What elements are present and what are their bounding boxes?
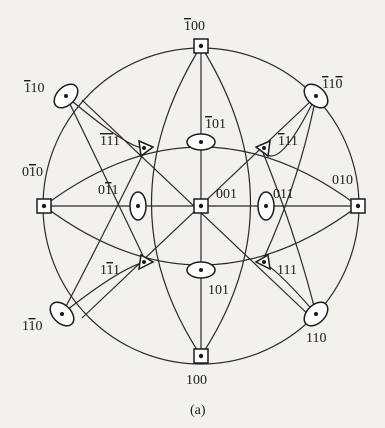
pole-1bar10-bottom-ellipse [49,301,75,327]
pole-011bar-ellipse [129,191,147,221]
label-010: 010 [332,173,353,188]
zone-arc-1bar10b-to-111 [61,149,146,315]
zone-arc-right [200,45,251,357]
label-100-bottom: 100 [186,373,207,388]
label-011: 011 [273,187,293,202]
label-111: 111 [277,263,297,278]
label-01bar0: 010 [22,165,43,180]
zone-arc-110-to-111b [261,95,317,263]
label-110-bottom: 110 [306,331,326,346]
label-1bar10b-top: 110 [322,77,342,92]
pole-101bar-ellipse [186,133,216,151]
pole-100-square [193,348,209,364]
pole-010-square [350,198,366,214]
pole-101-ellipse [186,261,216,279]
pole-110-top-ellipse [303,83,329,109]
label-01bar1: 011 [98,183,118,198]
label-1bar01: 101 [205,117,226,132]
pole-1bar10-ellipse [53,83,79,109]
pole-011-ellipse [257,191,275,221]
pole-100bar-square [193,38,209,54]
label-001: 001 [216,187,237,202]
zone-arc-110b-to-111 [261,149,317,315]
zone-arc-1bar10-to-111b [65,95,146,261]
pole-110-bottom-ellipse [303,301,329,327]
label-1bar11: 111 [278,134,298,149]
label-101: 101 [208,283,229,298]
zone-arc-left [151,45,202,357]
figure-caption: (a) [190,403,206,418]
pole-11bar1-triangle [138,253,155,271]
label-1bar00-top: 100 [184,19,205,34]
pole-001-square [193,198,209,214]
label-11bar1: 111 [100,263,120,278]
label-1bar10-top: 110 [24,81,44,96]
label-1bar1bar1: 111 [100,134,120,149]
label-11bar0-bottom: 110 [22,319,42,334]
pole-1bar11-triangle [254,139,271,158]
pole-111-triangle [254,253,271,271]
pole-1bar1bar1-triangle [138,139,155,158]
pole-010bar-square [36,198,52,214]
